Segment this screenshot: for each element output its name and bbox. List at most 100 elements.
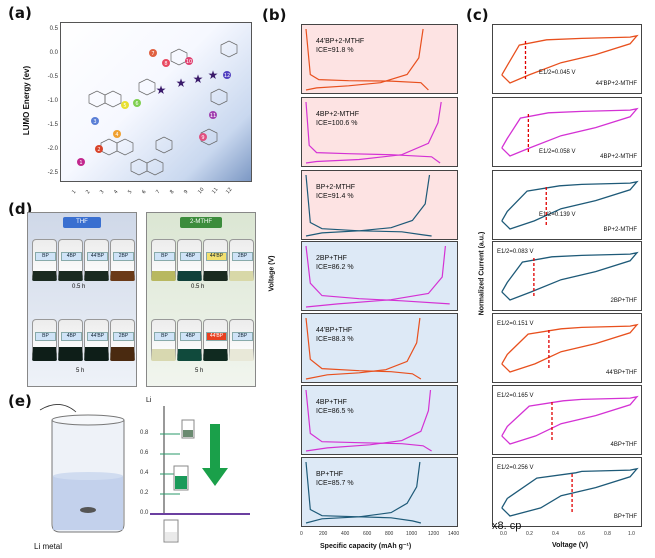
gcd-curve-discharge	[305, 28, 429, 91]
svg-text:3: 3	[93, 119, 96, 125]
cv-ylabel: Normalized Current (a.u.)	[478, 231, 486, 316]
gcd-curve-charge	[305, 317, 421, 380]
cv-series-name: 4BP+THF	[610, 442, 637, 448]
gcd-ice-value: ICE=86.5 %	[316, 408, 354, 415]
svg-text:9: 9	[183, 189, 190, 195]
cv-xtick: 0.0	[500, 531, 507, 537]
cv-curve	[501, 180, 639, 230]
gcd-series-name: BP+2-MTHF	[316, 184, 356, 191]
vial: 44'BP	[84, 239, 109, 281]
cv-x-overlay: x8. cp	[492, 520, 522, 532]
svg-text:4: 4	[115, 132, 118, 138]
cv-e-half-label: E1/2=0.151 V	[497, 321, 534, 327]
schematic-panel	[39, 404, 250, 543]
gcd-xtick: 200	[319, 531, 328, 537]
vial-label: 4BP	[180, 332, 201, 341]
cv-subplot: E1/2=0.165 V 4BP+THF	[492, 385, 642, 455]
cv-curve	[501, 467, 639, 517]
svg-text:1: 1	[79, 160, 82, 166]
vials-panel-mthf: 2-MTHF BP 4BP 44'BP 2BP 0.5 h BP 4BP 44'…	[146, 212, 256, 387]
vial: 44'BP	[203, 319, 228, 361]
panel-label-a: (a)	[8, 4, 32, 22]
cv-e-half-label: E1/2=0.165 V	[497, 393, 534, 399]
cv-e-half-label: E1/2=0.058 V	[539, 149, 576, 155]
vial-label: 44'BP	[87, 332, 108, 341]
panel-label-b: (b)	[262, 6, 287, 24]
panel-label-c: (c)	[466, 6, 489, 24]
gcd-series-name: BP+THF	[316, 471, 344, 478]
svg-text:7: 7	[155, 189, 162, 195]
gcd-subplot: BP+THF ICE=85.7 %	[301, 457, 458, 527]
gcd-xlabel: Specific capacity (mAh g⁻¹)	[320, 543, 412, 550]
lumo-panel: 1 2 3 4 5 6 7 8 10 11 12 9 ★★★★	[60, 22, 252, 182]
gcd-plot	[305, 28, 429, 91]
svg-text:5: 5	[127, 189, 134, 195]
scale-tick: 0.8	[140, 430, 149, 436]
scale-tick: 0.2	[140, 490, 149, 496]
vial-label: BP	[154, 252, 175, 261]
cv-plot	[501, 251, 639, 301]
lumo-ytick: 0.5	[49, 26, 58, 32]
svg-text:9: 9	[201, 135, 204, 141]
cv-plot	[501, 107, 639, 157]
lumo-ytick: -2.0	[47, 146, 58, 152]
gcd-curve-charge	[305, 28, 424, 91]
lumo-ytick: -2.5	[47, 170, 58, 176]
vial-label: BP	[35, 252, 56, 261]
svg-text:8: 8	[164, 61, 167, 67]
svg-text:2: 2	[85, 189, 92, 195]
vial: 2BP	[229, 239, 254, 281]
panel-label-e: (e)	[8, 392, 32, 410]
gcd-curve-discharge	[305, 389, 432, 452]
svg-text:★: ★	[208, 68, 219, 82]
svg-text:7: 7	[151, 51, 154, 57]
vial: BP	[32, 239, 57, 281]
vial-label: 4BP	[61, 332, 82, 341]
vial-label: 44'BP	[206, 252, 227, 261]
scale-title: Li	[146, 397, 152, 404]
svg-text:10: 10	[197, 187, 206, 196]
vial-label: BP	[154, 332, 175, 341]
cv-curve	[501, 395, 639, 445]
gcd-xtick: 600	[363, 531, 372, 537]
gcd-series-name: 2BP+THF	[316, 255, 347, 262]
vial: BP	[32, 319, 57, 361]
gcd-ice-value: ICE=85.7 %	[316, 480, 354, 487]
vial: 4BP	[58, 239, 83, 281]
cv-xticks: 0.0 0.2 0.4 0.6 0.8 1.0	[492, 531, 642, 539]
gcd-plot	[305, 317, 422, 380]
gcd-curve-charge	[305, 389, 432, 452]
lumo-ytick: -1.0	[47, 98, 58, 104]
svg-text:11: 11	[211, 187, 220, 196]
vial-label: 2BP	[113, 332, 134, 341]
scale-tick: 0.4	[140, 470, 149, 476]
gcd-curve-discharge	[305, 317, 422, 380]
cv-xtick: 0.4	[552, 531, 559, 537]
cv-xtick: 0.2	[526, 531, 533, 537]
lumo-ylabel: LUMO Energy (ev)	[22, 65, 32, 136]
gcd-subplot: 2BP+THF ICE=86.2 %	[301, 241, 458, 311]
gcd-ice-value: ICE=86.2 %	[316, 264, 354, 271]
electrode-label: Li metal	[34, 542, 63, 551]
cv-plot	[501, 323, 639, 373]
cv-xlabel: Voltage (V)	[552, 542, 589, 549]
scale-tick: 0.0	[140, 510, 149, 516]
gcd-series-name: 4BP+2-MTHF	[316, 111, 359, 118]
cv-series-name: BP+2-MTHF	[603, 227, 637, 233]
svg-text:★: ★	[193, 72, 204, 86]
gcd-series-name: 4BP+THF	[316, 399, 347, 406]
gcd-series-name: 44'BP+THF	[316, 327, 353, 334]
lumo-ytick: -1.5	[47, 122, 58, 128]
cv-plot	[501, 467, 639, 517]
gcd-plot	[305, 245, 450, 308]
svg-text:★: ★	[176, 76, 187, 90]
cv-e-half-label: E1/2=0.083 V	[497, 249, 534, 255]
cv-e-half-label: E1/2=0.139 V	[539, 212, 576, 218]
gcd-ice-value: ICE=88.3 %	[316, 336, 354, 343]
cv-e-half-label: E1/2=0.045 V	[539, 70, 576, 76]
